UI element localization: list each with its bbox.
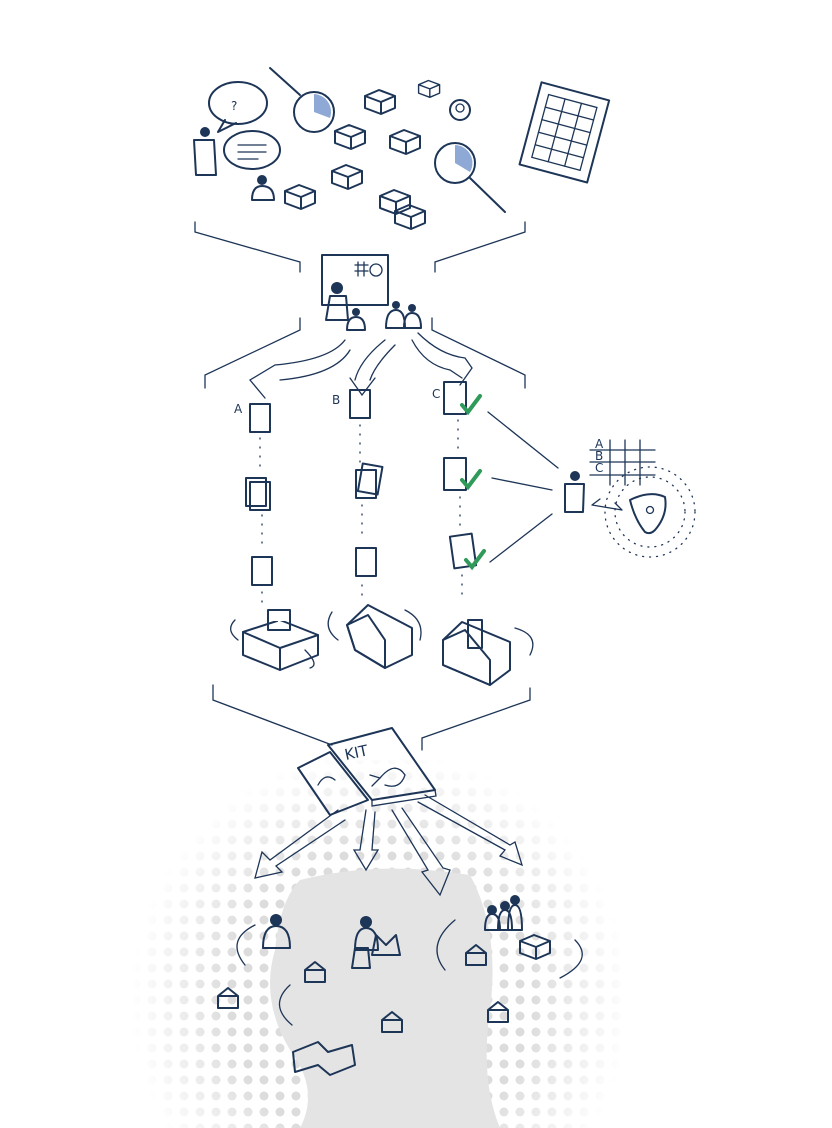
feedback-arrows [487, 411, 559, 563]
bracket [194, 221, 526, 273]
community-groups [217, 895, 583, 1076]
research-cluster: ? [193, 67, 611, 230]
hospital-building [230, 609, 319, 671]
column-c: C [432, 381, 559, 601]
building-blocks [284, 79, 471, 230]
column-a: A [234, 402, 273, 603]
kit-title: KIT [343, 741, 370, 764]
svg-text:A: A [595, 437, 604, 451]
barn-building [327, 604, 422, 669]
speech-bubble-icon [223, 130, 281, 170]
map-icon [604, 466, 696, 558]
cycle-arrows [236, 919, 583, 1026]
person-group-icon [262, 914, 291, 949]
stakeholder-feedback: A B C [564, 437, 696, 558]
dispersal-arrows [254, 794, 524, 897]
participant-icons [346, 301, 422, 331]
comparison-table: A B C [589, 437, 656, 486]
check-icon [460, 394, 486, 571]
svg-text:C: C [595, 461, 603, 475]
building-designs [230, 604, 534, 686]
person-blue-icon [251, 175, 275, 201]
bracket [212, 684, 531, 751]
church-building [442, 619, 534, 686]
question-bubble-icon: ? [208, 81, 268, 133]
clipboard-icon [518, 81, 611, 184]
kit-book: KIT [297, 727, 437, 816]
flow-arrows [249, 332, 473, 399]
column-b: B [332, 389, 384, 601]
svg-text:B: B [595, 449, 603, 463]
magnifier-icon [434, 142, 506, 213]
community-area [130, 760, 630, 1128]
house-icons [217, 934, 551, 1076]
column-label: A [234, 402, 243, 416]
person-group-icon [484, 895, 523, 931]
person-group-icon [351, 916, 401, 969]
svg-text:?: ? [231, 99, 237, 113]
bracket [204, 317, 526, 389]
magnifier-icon [269, 67, 335, 133]
workshop-board [321, 254, 422, 331]
person-green-icon [193, 127, 217, 176]
column-label: C [432, 387, 440, 401]
column-label: B [332, 393, 340, 407]
